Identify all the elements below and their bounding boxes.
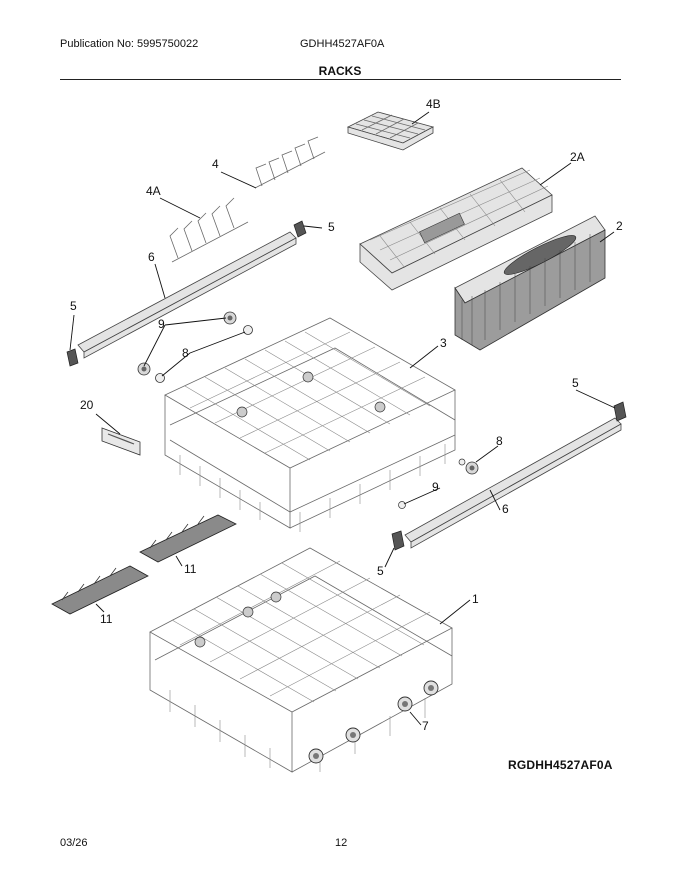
callout-11-upper: 11 — [184, 562, 197, 576]
part-3-upper-rack — [164, 317, 456, 532]
part-9-roller-right — [398, 458, 466, 509]
part-11-insert-upper — [139, 514, 237, 563]
callout-5-upper-right: 5 — [572, 376, 579, 390]
callout-4a: 4A — [146, 184, 161, 198]
part-2a-basket-tray — [359, 167, 553, 291]
callout-2a: 2A — [570, 150, 585, 164]
part-11-insert-lower — [51, 565, 149, 615]
diagram-reference: RGDHH4527AF0A — [508, 758, 613, 772]
part-6-left-rail — [77, 231, 297, 359]
part-4a-tines — [169, 197, 249, 263]
callout-6-left: 6 — [148, 250, 155, 264]
part-6-right-rail — [404, 417, 622, 549]
callout-2: 2 — [616, 219, 623, 233]
part-9-roller-left — [137, 311, 237, 376]
callout-5-upper-left: 5 — [328, 220, 335, 234]
model-number: GDHH4527AF0A — [300, 38, 385, 50]
header-rule — [60, 79, 621, 80]
part-5-bracket-upper-right — [613, 401, 627, 422]
callout-11-lower: 11 — [100, 612, 113, 626]
callout-5-lower-left: 5 — [70, 299, 77, 313]
part-5-bracket-lower-left — [66, 348, 79, 367]
callout-9-right: 9 — [432, 480, 439, 494]
footer-date: 03/26 — [60, 837, 88, 849]
part-2-silverware-basket — [454, 215, 606, 351]
callout-9-left: 9 — [158, 317, 165, 331]
exploded-parts-diagram — [0, 85, 680, 785]
callout-8-right: 8 — [496, 434, 503, 448]
page-number: 12 — [335, 837, 348, 849]
part-4-tines — [254, 136, 326, 189]
part-4b-insert — [346, 111, 435, 151]
part-5-bracket-lower-right — [391, 530, 405, 551]
callout-3: 3 — [440, 336, 447, 350]
leader-lines — [69, 111, 616, 726]
callout-4: 4 — [212, 157, 219, 171]
callout-7: 7 — [422, 719, 429, 733]
callout-4b: 4B — [426, 97, 441, 111]
callout-6-right: 6 — [502, 502, 509, 516]
section-title: RACKS — [318, 64, 362, 78]
callout-1: 1 — [472, 592, 479, 606]
publication-number: Publication No: 5995750022 — [60, 38, 199, 50]
part-8-roller-left — [155, 325, 253, 383]
part-7-wheels — [308, 680, 439, 764]
callout-8-left: 8 — [182, 346, 189, 360]
part-8-roller-right — [465, 461, 479, 475]
part-5-bracket-upper-left — [293, 220, 307, 238]
callout-20: 20 — [80, 398, 94, 412]
part-20-nameplate — [101, 427, 141, 456]
callout-5-lower-right: 5 — [377, 564, 384, 578]
part-1-lower-rack — [149, 547, 453, 773]
